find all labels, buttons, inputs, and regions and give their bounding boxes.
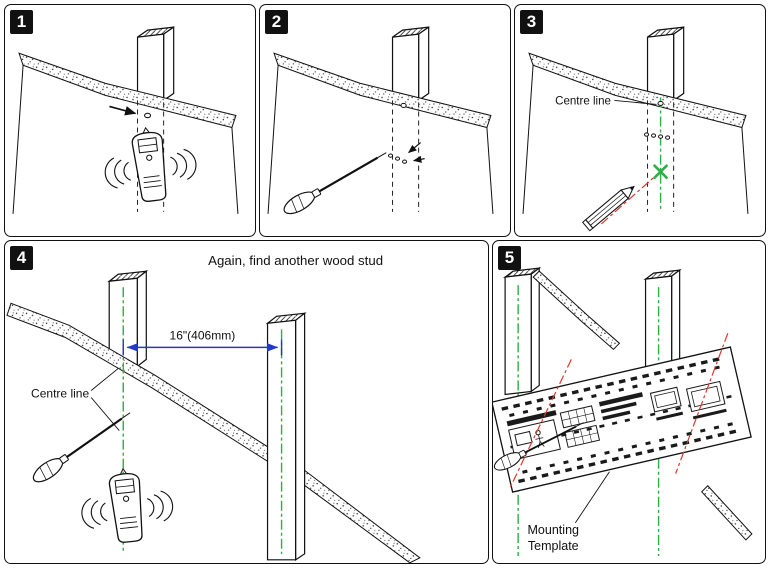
stud-edge-guides: [647, 100, 675, 212]
step-number-badge: 4: [10, 246, 33, 270]
template-print: [506, 380, 727, 461]
template-label-line1: Mounting: [528, 523, 580, 537]
step-1-drawing: [12, 25, 239, 216]
signal-waves-left-icon: [81, 497, 108, 529]
template-slots: [501, 356, 742, 484]
centre-line-label: Centre line: [555, 95, 611, 107]
wall: [12, 52, 239, 216]
dimension-label: 16"(406mm): [170, 328, 236, 342]
template-label-line2: Template: [528, 539, 579, 553]
marked-points: [388, 153, 408, 164]
signal-waves-left-icon: [104, 157, 131, 189]
template-callout: Mounting Template: [528, 471, 610, 553]
panel-step-5: 5: [492, 240, 766, 564]
pilot-hole: [400, 102, 407, 108]
wood-stud-left: [502, 266, 542, 396]
step-number-badge: 1: [10, 10, 33, 34]
panel-step-1: 1: [4, 4, 256, 237]
step-2-drawing: [267, 25, 494, 216]
alignment-line: [600, 169, 663, 225]
mounting-template: [493, 346, 752, 493]
wood-stud: [391, 25, 430, 105]
wall: [267, 52, 494, 216]
panel-step-3: 3 Centre line: [514, 4, 766, 237]
wood-stud-right: [265, 312, 307, 561]
step-number-badge: 3: [520, 10, 543, 34]
mark-arrow: [109, 105, 152, 119]
bradawl-icon: [493, 422, 584, 471]
centre-line-callout: Centre line: [31, 368, 120, 431]
wood-stud: [646, 25, 685, 105]
step-5-drawing: Mounting Template: [493, 266, 753, 556]
step-number-badge: 5: [498, 246, 521, 270]
panel-step-2: 2: [259, 4, 511, 237]
bradawl-icon: [32, 412, 131, 483]
step-number-badge: 2: [265, 10, 288, 34]
wall: [522, 52, 749, 216]
signal-waves-right-icon: [147, 490, 174, 522]
cross-mark: [653, 164, 668, 180]
step-3-drawing: Centre line: [522, 25, 749, 232]
point-arrows: [408, 142, 425, 163]
centre-line-pointer: [614, 99, 657, 105]
panel-step-4: 4 Again, find another wood stud: [4, 240, 489, 564]
stud-finder-icon: [104, 126, 197, 202]
wall-edge: [532, 270, 753, 541]
stud-finder-icon: [81, 467, 174, 543]
signal-waves-right-icon: [170, 148, 197, 180]
alignment-lines: [508, 333, 729, 491]
step-4-drawing: Again, find another wood stud: [6, 253, 421, 563]
pilot-hole: [657, 100, 664, 106]
pencil-icon: [581, 185, 635, 232]
bradawl-icon: [283, 152, 387, 215]
instruction-text: Again, find another wood stud: [208, 253, 383, 268]
pilot-mark: [144, 112, 152, 119]
centre-line-label: Centre line: [31, 386, 89, 400]
dimension: 16"(406mm): [122, 328, 283, 356]
wood-stud: [136, 25, 175, 105]
hole-row: [644, 132, 671, 140]
